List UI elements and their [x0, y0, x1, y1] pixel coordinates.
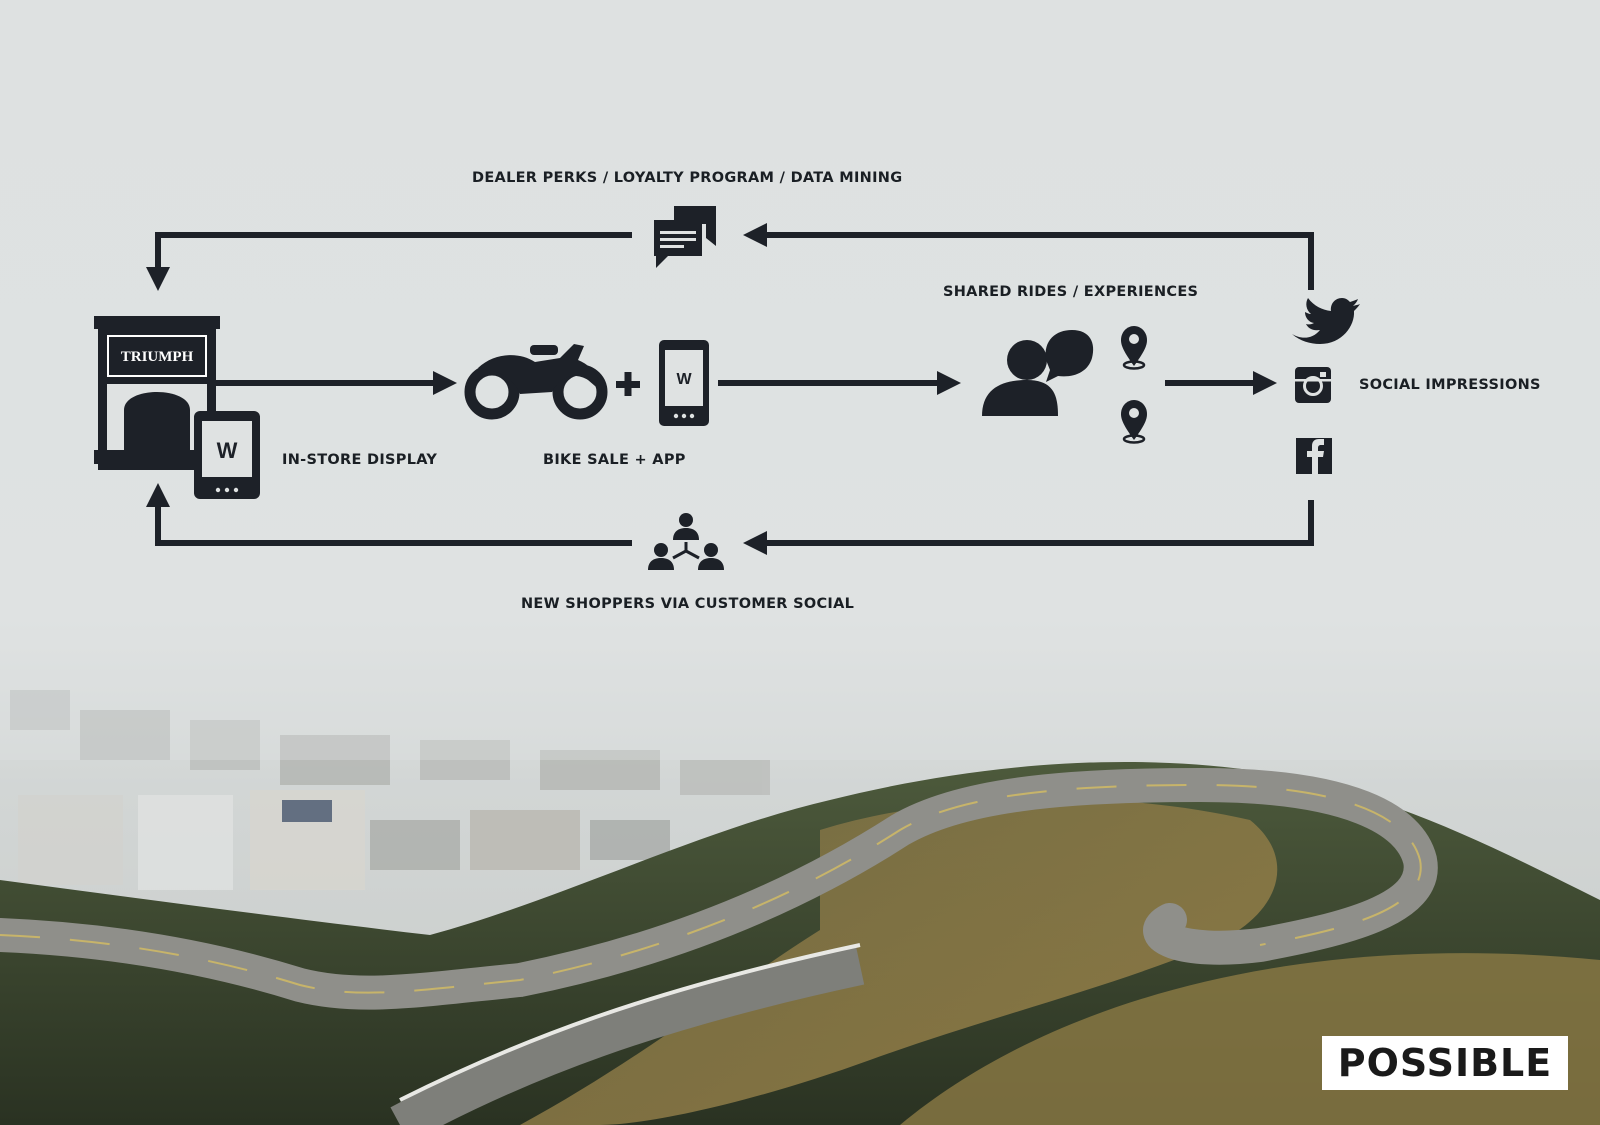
chat-bubbles-icon — [654, 206, 716, 268]
loop-bottom-right-arrow — [743, 500, 1314, 555]
location-pin-icon — [1121, 326, 1147, 370]
label-in-store-display: IN-STORE DISPLAY — [282, 452, 438, 468]
flow-arrows — [146, 223, 1314, 555]
label-bike-sale-app: BIKE SALE + APP — [543, 452, 686, 468]
tablet-icon: W — [194, 411, 260, 499]
city-houses — [10, 690, 770, 890]
brand-logo: POSSIBLE — [1322, 1036, 1568, 1090]
store-sign-logo: TRIUMPH — [121, 349, 194, 365]
svg-text:TRIUMPH: TRIUMPH — [121, 349, 194, 365]
loop-top-right-arrow — [743, 223, 1314, 290]
label-social-impressions: SOCIAL IMPRESSIONS — [1359, 377, 1541, 393]
label-new-shoppers: NEW SHOPPERS VIA CUSTOMER SOCIAL — [521, 596, 855, 612]
loop-bottom-left-arrow — [146, 483, 632, 546]
twitter-icon — [1292, 298, 1360, 344]
instagram-icon — [1295, 367, 1331, 403]
phone-icon: W — [659, 340, 709, 426]
svg-text:W: W — [676, 371, 692, 388]
facebook-icon — [1296, 438, 1332, 474]
svg-text:W: W — [217, 438, 238, 463]
plus-icon — [616, 372, 640, 396]
loop-top-left-arrow — [146, 232, 632, 291]
person-speech-icon — [982, 330, 1094, 416]
label-dealer-perks: DEALER PERKS / LOYALTY PROGRAM / DATA MI… — [472, 170, 903, 186]
location-pin-icon — [1121, 400, 1147, 444]
brand-logo-text: POSSIBLE — [1337, 1041, 1553, 1085]
motorcycle-icon — [464, 344, 608, 420]
label-shared-rides: SHARED RIDES / EXPERIENCES — [943, 284, 1199, 300]
share-network-icon — [648, 513, 724, 570]
